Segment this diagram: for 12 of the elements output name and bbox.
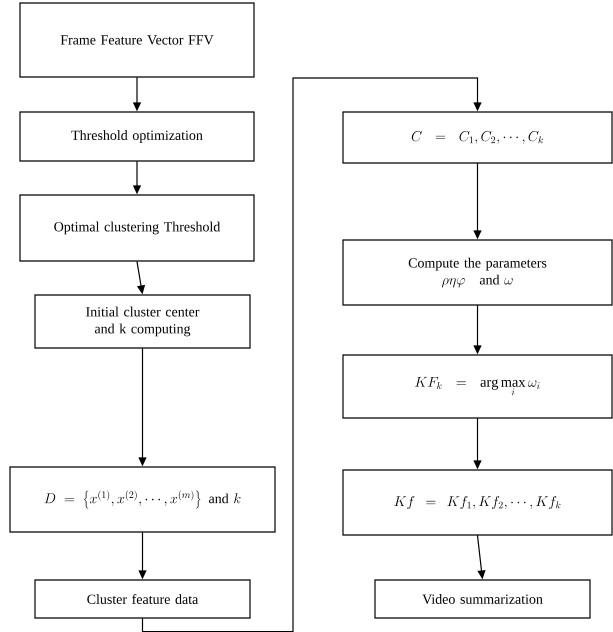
process-box: Compute the parameters $\rho\eta\varphi\quad\mbox{and }\omega$: [342, 239, 613, 306]
process-box: $KF_k = \arg\max_i \omega_i$: [342, 354, 613, 419]
process-box: $Kf = Kf_1, Kf_2, \cdots, Kf_k$: [342, 469, 613, 536]
process-box: Frame Feature Vector FFV: [19, 2, 255, 78]
process-box: Optimal clustering Threshold: [19, 194, 255, 262]
process-box: $D=\left\{x^{(1)},x^{(2)},\cdots,x^{(m)}\right\}\mbox{ and }k$: [9, 466, 276, 533]
process-box: Initial cluster center and k computing: [34, 294, 251, 349]
arrow: [142, 77, 482, 632]
process-box: Cluster feature data: [34, 579, 251, 619]
process-box: Threshold optimization: [19, 111, 255, 162]
process-box: $C = C_1, C_2, \cdots, C_k$: [342, 111, 613, 164]
process-box: Video summarization: [374, 579, 591, 619]
